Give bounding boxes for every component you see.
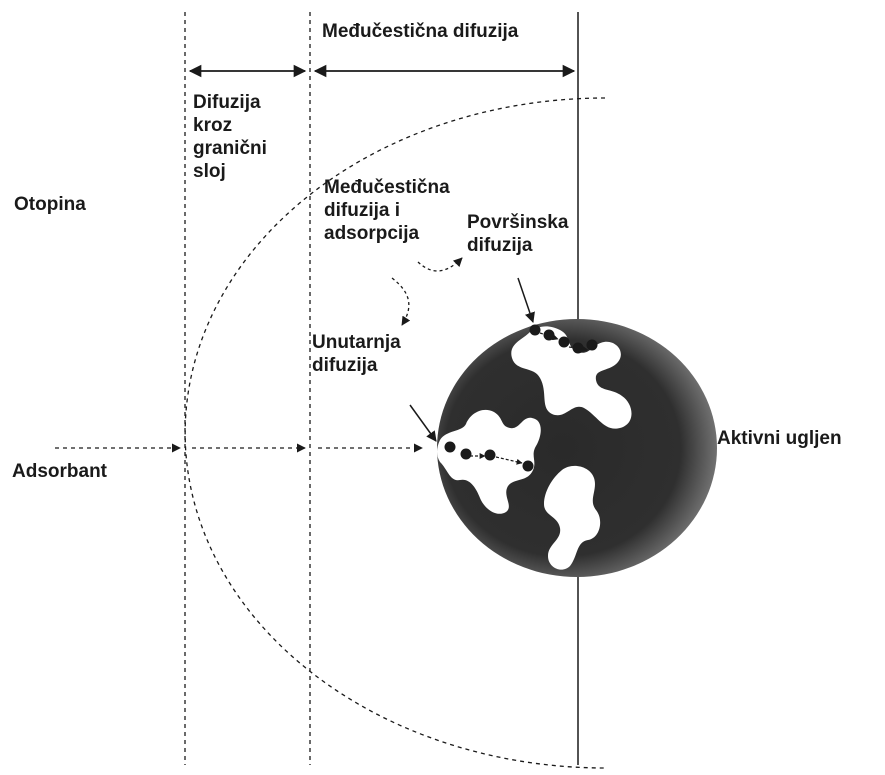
activated-carbon-particle: [437, 319, 717, 577]
interparticle-diffusion-adsorption-label: Međučestična difuzija i adsorpcija: [324, 176, 450, 245]
surface-diffusion-line-2: difuzija: [467, 234, 568, 257]
surface-diffusion-pointer: [518, 278, 533, 322]
internal-diffusion-line-2: difuzija: [312, 354, 401, 377]
boundary-layer-diffusion-label: Difuzija kroz granični sloj: [193, 91, 267, 183]
boundary-layer-line-3: granični: [193, 137, 267, 160]
boundary-layer-line-4: sloj: [193, 160, 267, 183]
internal-diffusion-pointer: [410, 405, 436, 441]
surface-diffusion-line-1: Površinska: [467, 211, 568, 234]
internal-diffusion-line-1: Unutarnja: [312, 331, 401, 354]
interparticle-adsorption-line-2: difuzija i: [324, 199, 450, 222]
interparticle-adsorption-line-1: Međučestična: [324, 176, 450, 199]
interparticle-adsorption-line-3: adsorpcija: [324, 222, 450, 245]
adsorption-curve-arrow: [418, 258, 462, 271]
boundary-layer-line-2: kroz: [193, 114, 267, 137]
solution-label: Otopina: [14, 193, 86, 216]
surface-diffusion-label: Površinska difuzija: [467, 211, 568, 257]
activated-carbon-label: Aktivni ugljen: [717, 427, 842, 450]
internal-diffusion-curve-arrow: [392, 278, 409, 325]
boundary-layer-line-1: Difuzija: [193, 91, 267, 114]
interparticle-diffusion-title: Međučestična difuzija: [322, 20, 518, 43]
adsorbent-label: Adsorbant: [12, 460, 107, 483]
internal-diffusion-label: Unutarnja difuzija: [312, 331, 401, 377]
